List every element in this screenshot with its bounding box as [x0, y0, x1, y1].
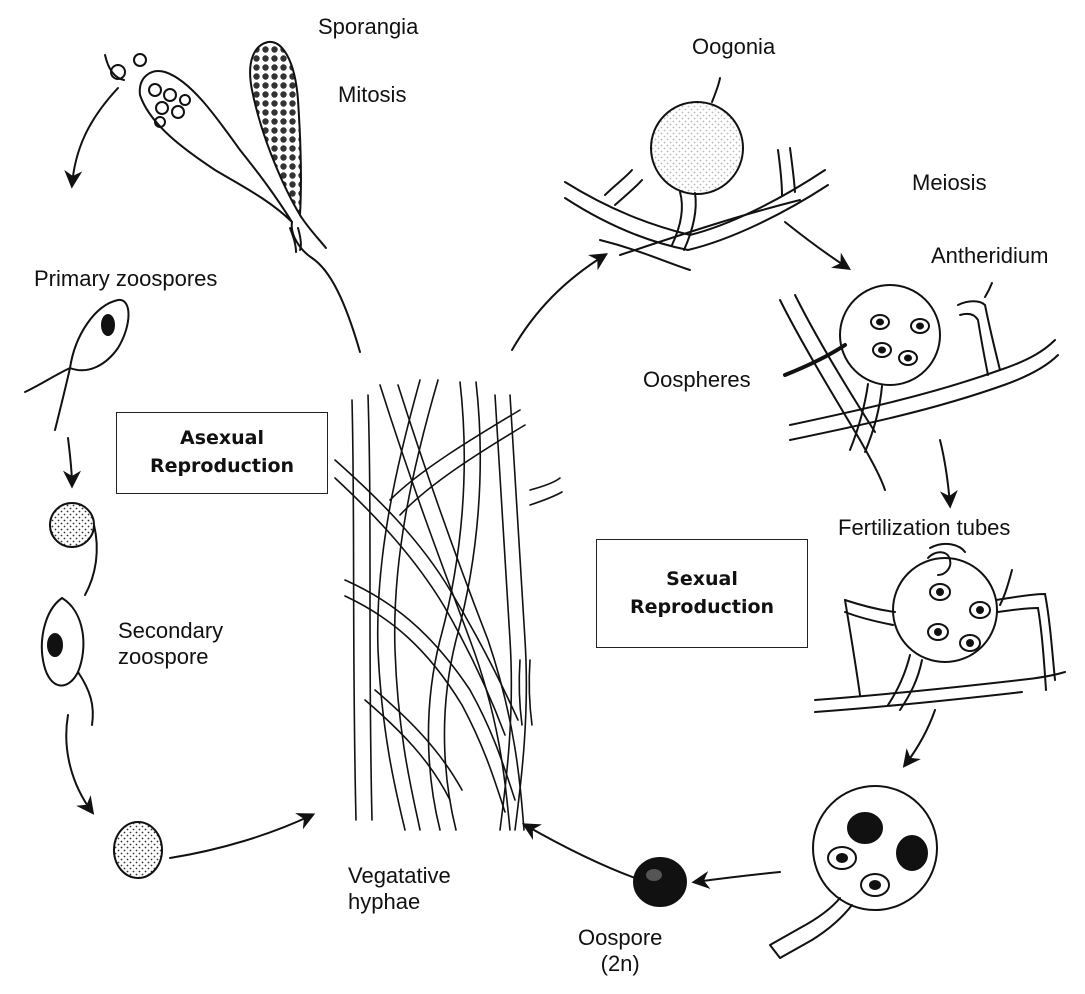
label-oospore: Oospore (2n)	[578, 925, 662, 978]
arrow-to-oospore	[695, 872, 780, 882]
label-oospheres: Oospheres	[643, 367, 751, 393]
arrow-to-cyst-1	[68, 438, 72, 485]
primary-zoospore-illustration	[25, 300, 129, 430]
label-primary-zoospores: Primary zoospores	[34, 266, 217, 292]
label-vegetative-hyphae: Vegatative hyphae	[348, 863, 451, 916]
label-sporangia: Sporangia	[318, 14, 418, 40]
label-secondary-zoospore: Secondary zoospore	[118, 618, 223, 671]
sporangia-illustration	[105, 42, 360, 352]
label-fertilization-tubes: Fertilization tubes	[838, 515, 1010, 541]
encysted-zoospore-2	[114, 822, 162, 878]
encysted-zoospore-1	[50, 503, 94, 547]
arrow-cyst-to-hyphae	[170, 815, 312, 858]
secondary-zoospore-illustration	[42, 598, 93, 725]
sexual-reproduction-box: Sexual Reproduction	[596, 539, 808, 648]
arrow-to-fertilization	[940, 440, 950, 505]
oospore-illustration	[634, 858, 686, 906]
label-mitosis: Mitosis	[338, 82, 406, 108]
arrow-oospore-to-hyphae	[525, 825, 635, 878]
asexual-reproduction-box: Asexual Reproduction	[116, 412, 328, 494]
oogonia-illustration	[565, 78, 828, 270]
label-oogonia: Oogonia	[692, 34, 775, 60]
arrow-oogonia-to-antheridium	[785, 222, 848, 268]
arrow-sporangia-to-zoospores	[72, 88, 118, 185]
oospheres-illustration	[780, 283, 1058, 490]
arrow-to-cyst-2	[66, 715, 92, 812]
arrow-hyphae-to-oogonia	[512, 255, 605, 350]
label-antheridium: Antheridium	[931, 243, 1048, 269]
mature-oospore-illustration	[770, 786, 937, 958]
fertilization-illustration	[815, 544, 1065, 712]
arrow-to-mature-oospore	[905, 710, 935, 765]
label-meiosis: Meiosis	[912, 170, 987, 196]
vegetative-hyphae-illustration	[335, 380, 562, 830]
